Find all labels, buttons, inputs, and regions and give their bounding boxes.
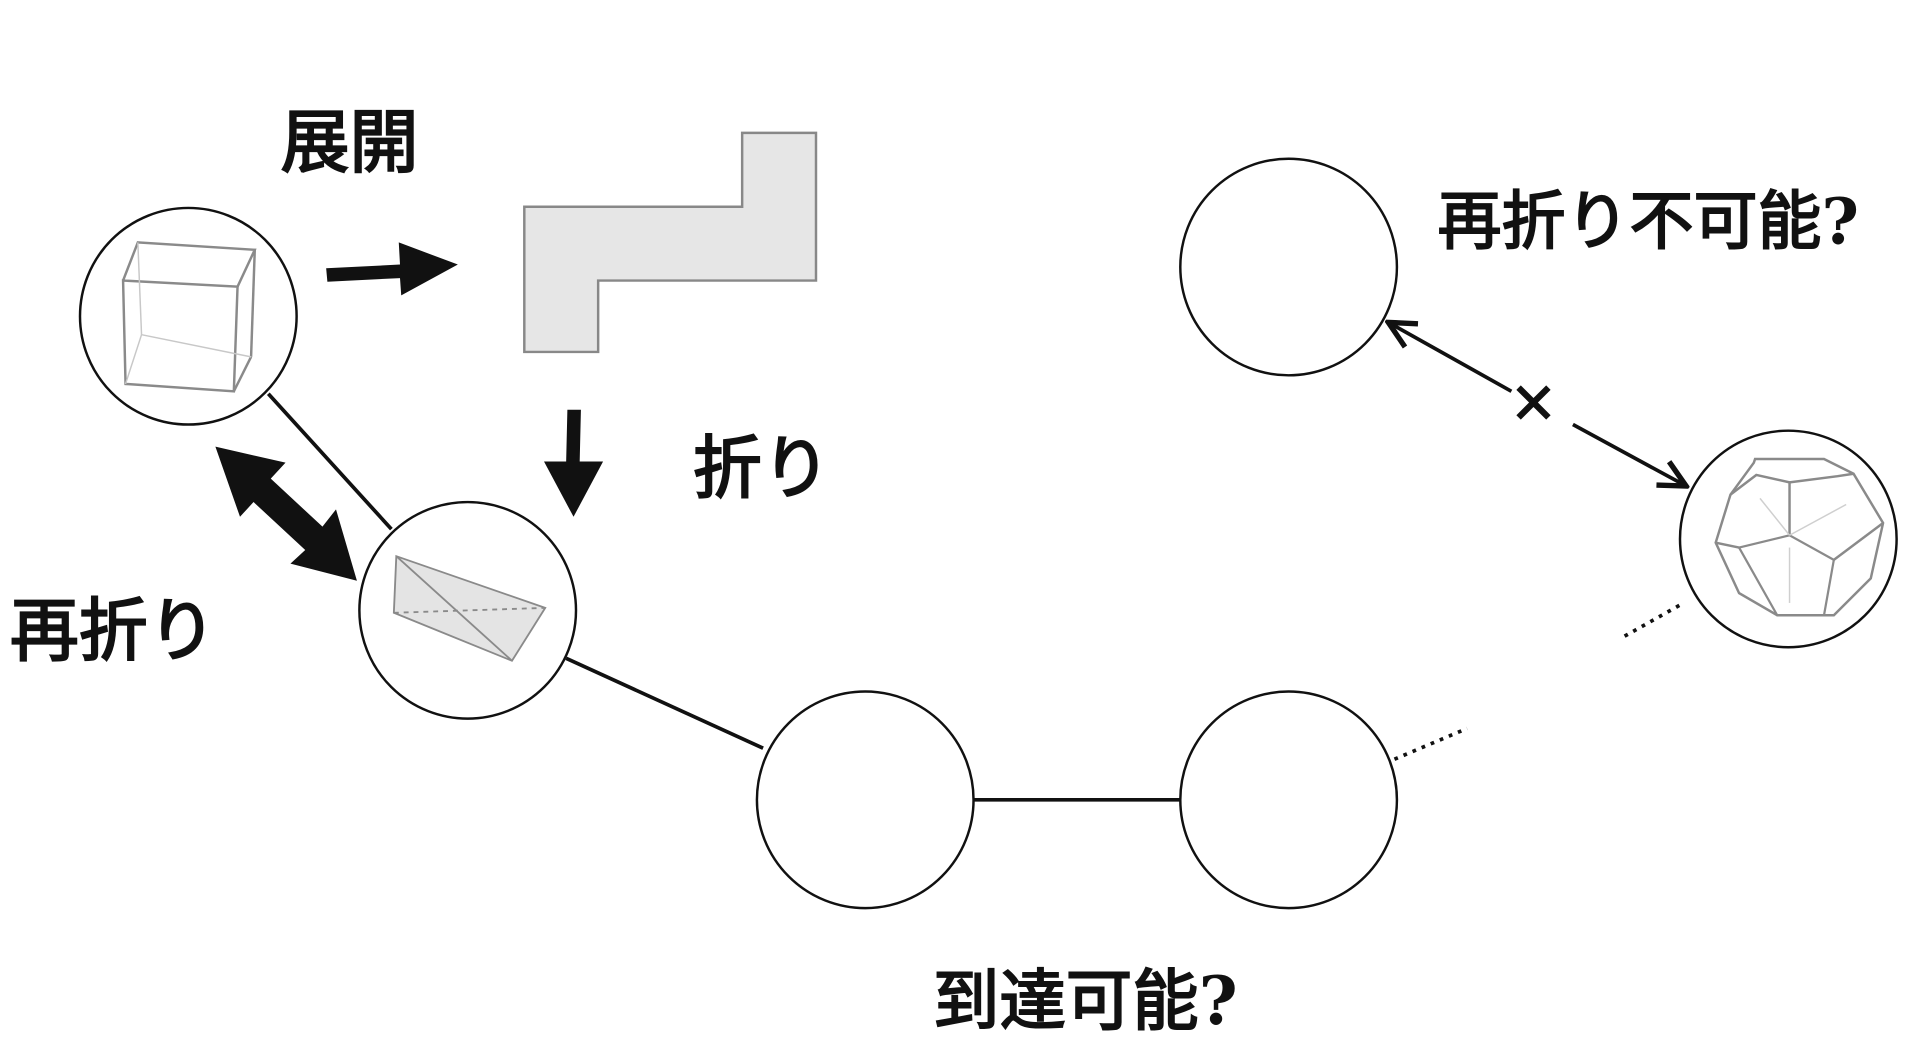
cube-icon bbox=[121, 241, 257, 393]
graph-edges bbox=[266, 392, 1685, 802]
label-unfold: 展開 bbox=[281, 102, 419, 183]
label-fold: 折り bbox=[693, 428, 831, 509]
edge-cube-tetra bbox=[266, 392, 393, 531]
not-refoldable-arrows bbox=[1388, 322, 1686, 486]
node-cube bbox=[78, 206, 298, 426]
tetrahedron-icon bbox=[392, 554, 547, 662]
node-unreachable bbox=[1179, 157, 1399, 377]
refold-double-arrow bbox=[215, 446, 357, 581]
edge-tetra-node3 bbox=[565, 656, 764, 750]
dotted-continuation-right bbox=[1393, 726, 1468, 761]
dodecahedron-icon bbox=[1714, 457, 1885, 617]
unfold-arrow bbox=[326, 242, 458, 296]
dotted-continuation-dodeca bbox=[1623, 601, 1685, 638]
unfolded-net bbox=[523, 131, 818, 354]
node-3 bbox=[755, 690, 975, 910]
label-refold: 再折り bbox=[10, 591, 217, 672]
node-dodecahedron bbox=[1678, 429, 1898, 649]
label-not-refoldable: 再折り不可能? bbox=[1438, 185, 1859, 260]
node-4 bbox=[1179, 690, 1399, 910]
label-reachable: 到達可能? bbox=[933, 962, 1238, 1040]
fold-arrow bbox=[544, 409, 604, 517]
cross-mark: × bbox=[1509, 366, 1559, 435]
graph-nodes bbox=[78, 157, 1898, 910]
